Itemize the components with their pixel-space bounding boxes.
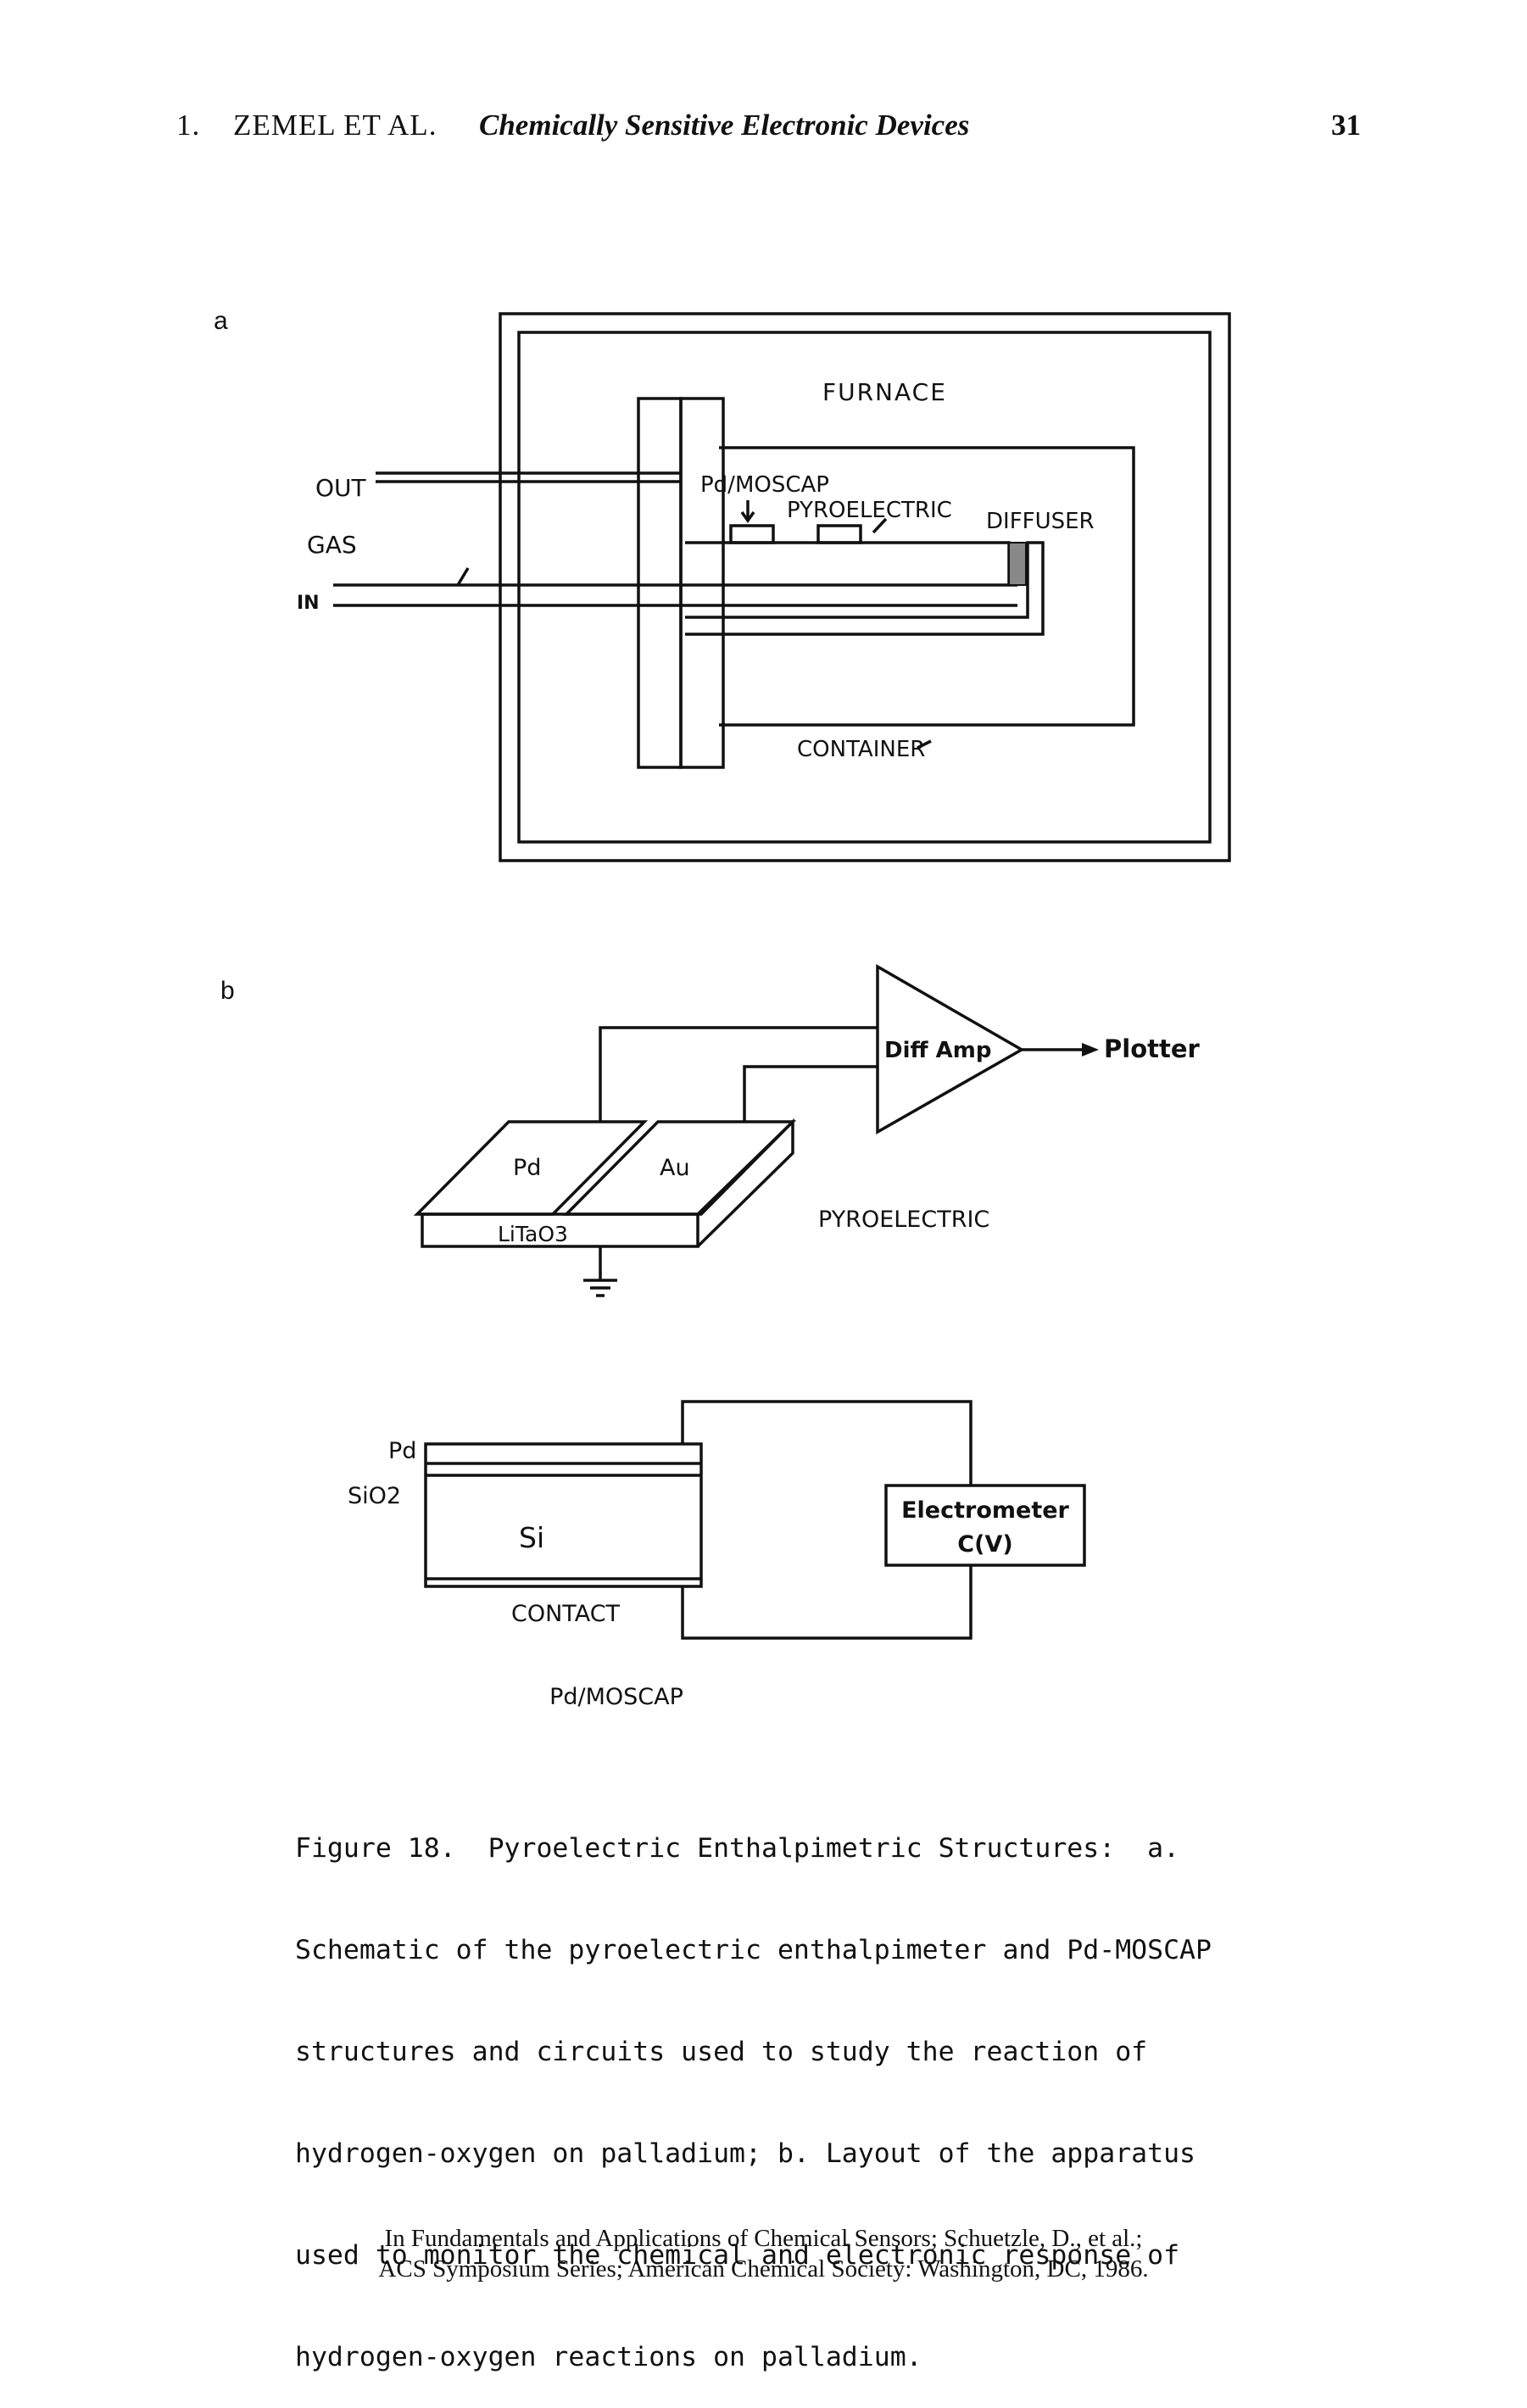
furnace-outer-wall [499,312,1231,862]
electrometer-cv-label: C(V) [957,1531,1012,1558]
panel-label-b: b [220,977,235,1005]
plotter-arrowhead [1082,1043,1099,1056]
moscap-sio2-label: SiO2 [348,1483,401,1509]
container-wall [719,446,1135,727]
gas-in-label: IN [297,593,320,614]
in-label-leader [456,567,470,586]
electrometer-box [884,1484,1086,1567]
panel-label-a: a [214,307,228,335]
moscap-top-wire [681,1400,972,1485]
page-number: 31 [1331,109,1361,142]
diffuser-element [1008,542,1027,586]
moscap-title: Pd/MOSCAP [549,1684,683,1710]
au-lead-wire [743,1065,878,1122]
moscap-contact-label: CONTACT [511,1601,621,1627]
pyroelectric-label-a: PYROELECTRIC [787,498,952,523]
container-leader [917,739,932,750]
furnace-inner-wall [517,331,1212,844]
feedthrough-left [637,397,683,769]
au-electrode-label: Au [660,1155,690,1181]
diffuser-label: DIFFUSER [986,509,1095,534]
feedthrough-right [679,397,725,769]
moscap-si-substrate [424,1442,703,1588]
litao3-crystal-side [696,1118,794,1248]
furnace-label: FURNACE [822,378,947,406]
running-title: Chemically Sensitive Electronic Devices [479,109,970,142]
plotter-label: Plotter [1104,1034,1201,1063]
container-label: CONTAINER [797,737,925,762]
pyroelectric-label-b: PYROELECTRIC [818,1207,989,1233]
sample-substrate-top [685,541,1011,585]
pyroelectric-leader [872,517,888,534]
pd-electrode-label: Pd [513,1155,541,1181]
moscap-pd-label: Pd [388,1438,416,1464]
diff-amp-label: Diff Amp [884,1038,991,1063]
caption-line: hydrogen-oxygen reactions on palladium. [295,2342,922,2372]
figure-a-furnace-diagram: FURNACE OUT GAS IN Pd/MOSCAP PYROELECTRI… [297,312,1231,862]
moscap-bottom-wire [681,1565,972,1640]
chapter-number: 1. [176,109,201,142]
litao3-crystal-front [421,1212,699,1248]
litao3-label: LiTaO3 [498,1222,568,1246]
caption-line: structures and circuits used to study th… [295,2037,1148,2067]
caption-line: Schematic of the pyroelectric enthalpime… [295,1935,1212,1965]
electrometer-label: Electrometer [901,1497,1069,1524]
caption-line: Figure 18. Pyroelectric Enthalpimetric S… [295,1833,1180,1864]
pyroelectric-chip [816,524,862,544]
pd-moscap-label: Pd/MOSCAP [700,472,829,498]
citation-footer-line-2: ACS Symposium Series; American Chemical … [378,2255,1149,2283]
sample-holder [685,541,1045,636]
gas-out-label: OUT [315,474,367,502]
pd-moscap-arrowhead [740,510,755,524]
citation-footer-line-1: In Fundamentals and Applications of Chem… [384,2225,1143,2252]
diff-amp-symbol [876,963,1025,1135]
running-authors: ZEMEL ET AL. [233,109,437,142]
figure-b-circuit-diagram: Diff Amp Plotter Pd Au LiTaO3 PYROELECTR… [348,963,1201,1710]
pd-lead-wire [599,1026,878,1122]
gas-label: GAS [307,531,357,559]
caption-line: hydrogen-oxygen on palladium; b. Layout … [295,2138,1196,2169]
pd-moscap-chip [729,524,775,544]
figure-caption: Figure 18. Pyroelectric Enthalpimetric S… [295,1764,1270,2408]
caption-line: used to monitor the chemical and electro… [295,2240,1180,2271]
moscap-si-label: Si [519,1521,544,1554]
